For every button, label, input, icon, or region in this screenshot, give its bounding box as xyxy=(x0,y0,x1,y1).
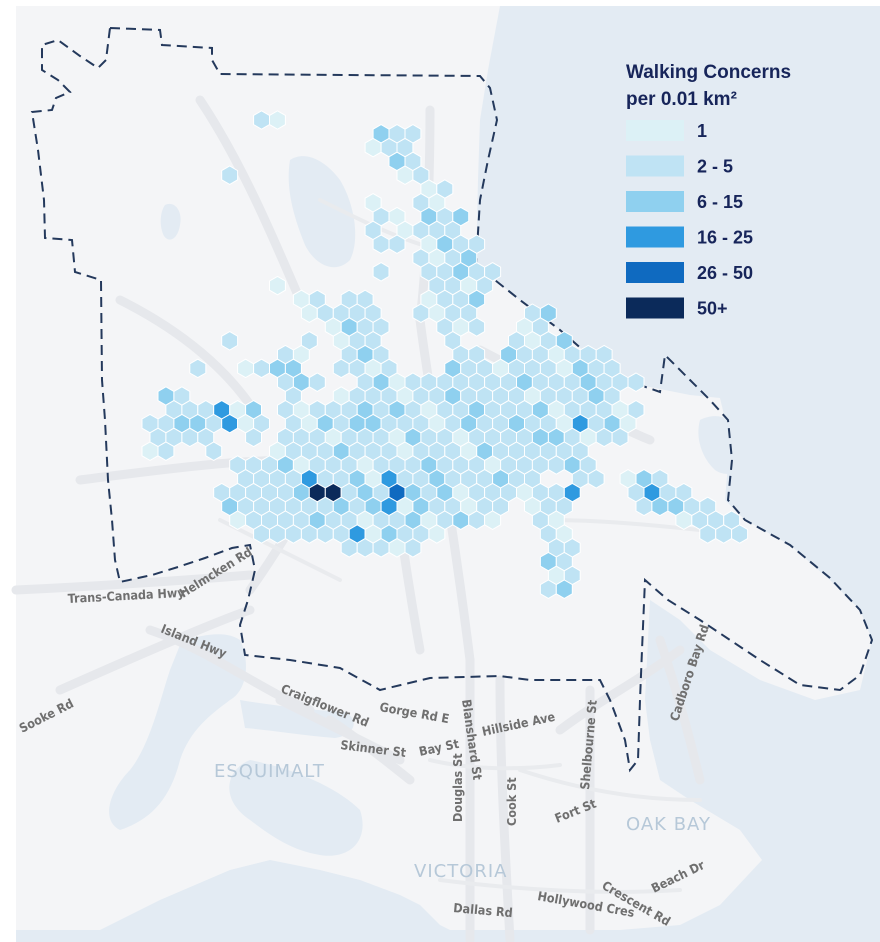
legend-title-line2: per 0.01 km² xyxy=(626,89,737,110)
hexbin-cell xyxy=(595,427,613,448)
study-area-boundary xyxy=(30,26,874,773)
hexbin-cell xyxy=(237,358,255,379)
hexbin-cell xyxy=(253,358,270,379)
hexbin-cell xyxy=(221,413,239,434)
victoria-harbour xyxy=(229,760,363,856)
road-label-trans-canada: Trans-Canada Hwy xyxy=(67,585,185,606)
hexbin-cell xyxy=(372,538,390,558)
hexbin-cell xyxy=(316,524,334,544)
hexbin-cell xyxy=(396,165,414,185)
hexbin-cell xyxy=(229,510,247,530)
place-label-oak-bay: OAK BAY xyxy=(626,814,711,835)
cadboro-bay xyxy=(698,416,745,474)
hexbin-layer xyxy=(141,110,749,599)
hexbin-cell xyxy=(364,137,382,158)
hexbin-cell xyxy=(731,524,749,544)
hexbin-cell xyxy=(627,372,645,392)
frame-top xyxy=(0,0,880,6)
bay-south-water xyxy=(16,930,880,942)
legend-swatch xyxy=(626,155,684,177)
hexbin-cell xyxy=(611,427,629,448)
legend-label: 2 - 5 xyxy=(697,157,733,177)
hexbin-cell xyxy=(284,524,302,544)
hexbin-cell xyxy=(468,317,486,337)
prospect-lake xyxy=(160,203,181,240)
hexbin-cell xyxy=(412,303,430,323)
legend-title-line1: Walking Concerns xyxy=(626,62,791,83)
hexbin-cell xyxy=(635,496,653,517)
hexbin-cell xyxy=(587,469,605,489)
elk-lake xyxy=(288,156,356,268)
hexbin-cell xyxy=(253,110,270,130)
legend-label: 16 - 25 xyxy=(697,228,753,248)
hexbin-cell xyxy=(340,538,358,558)
hexbin-cell xyxy=(300,524,318,544)
hexbin-cell xyxy=(555,579,573,599)
hexbin-cell xyxy=(699,524,717,544)
hexbin-cell xyxy=(547,455,565,475)
hexbin-cell xyxy=(468,510,486,530)
hexbin-cell xyxy=(300,303,318,323)
hexbin-cell xyxy=(141,441,159,461)
legend-label: 1 xyxy=(697,121,707,141)
hexbin-cell xyxy=(675,510,693,530)
hexbin-cell xyxy=(221,331,239,351)
hexbin-cell xyxy=(484,510,502,530)
legend-swatch xyxy=(626,297,684,319)
hexbin-cell xyxy=(404,538,422,558)
hexbin-cell xyxy=(269,110,286,130)
legend-swatch xyxy=(626,191,684,212)
hexbin-cell xyxy=(245,427,262,448)
selkirk-water xyxy=(240,700,354,738)
hexbin-cell xyxy=(715,524,733,544)
hexbin-cell xyxy=(388,234,406,254)
road-label-dallas: Dallas Rd xyxy=(453,900,514,920)
hexbin-cell xyxy=(428,524,446,544)
legend-swatch xyxy=(626,226,684,248)
place-label-victoria: VICTORIA xyxy=(414,861,507,882)
legend: Walking Concerns per 0.01 km² 1 2 - 5 6 - … xyxy=(626,62,791,319)
place-label-esquimalt: ESQUIMALT xyxy=(214,761,325,782)
road-network xyxy=(11,95,705,942)
hexbin-cell xyxy=(651,496,669,517)
hexbin-cell xyxy=(221,165,239,185)
road-label-cook: Cook St xyxy=(504,777,519,826)
legend-label: 26 - 50 xyxy=(697,263,753,283)
hexbin-cell xyxy=(308,372,326,392)
hexbin-cell xyxy=(157,441,175,461)
hexbin-cell xyxy=(205,441,223,461)
hexbin-cell xyxy=(372,262,390,282)
hexbin-cell xyxy=(181,427,199,448)
hexbin-cell xyxy=(269,524,286,544)
hexbin-cell xyxy=(332,358,350,379)
hexbin-cell xyxy=(269,275,286,296)
portage-inlet xyxy=(109,634,246,830)
hexbin-cell xyxy=(189,358,207,379)
legend-label: 6 - 15 xyxy=(697,192,743,212)
legend-label: 50+ xyxy=(697,299,728,319)
legend-swatch xyxy=(626,262,684,283)
legend-items: 1 2 - 5 6 - 15 16 - 25 26 - 50 50+ xyxy=(626,120,753,319)
hexbin-cell xyxy=(253,524,270,544)
hexbin-cell xyxy=(452,510,470,530)
frame-left xyxy=(0,0,16,942)
legend-swatch xyxy=(626,120,684,141)
hexbin-cell xyxy=(388,538,406,558)
hexbin-cell xyxy=(372,234,390,254)
hexbin-cell xyxy=(356,538,374,558)
road-label-douglas: Douglas St xyxy=(450,753,465,822)
hexbin-cell xyxy=(539,579,557,599)
